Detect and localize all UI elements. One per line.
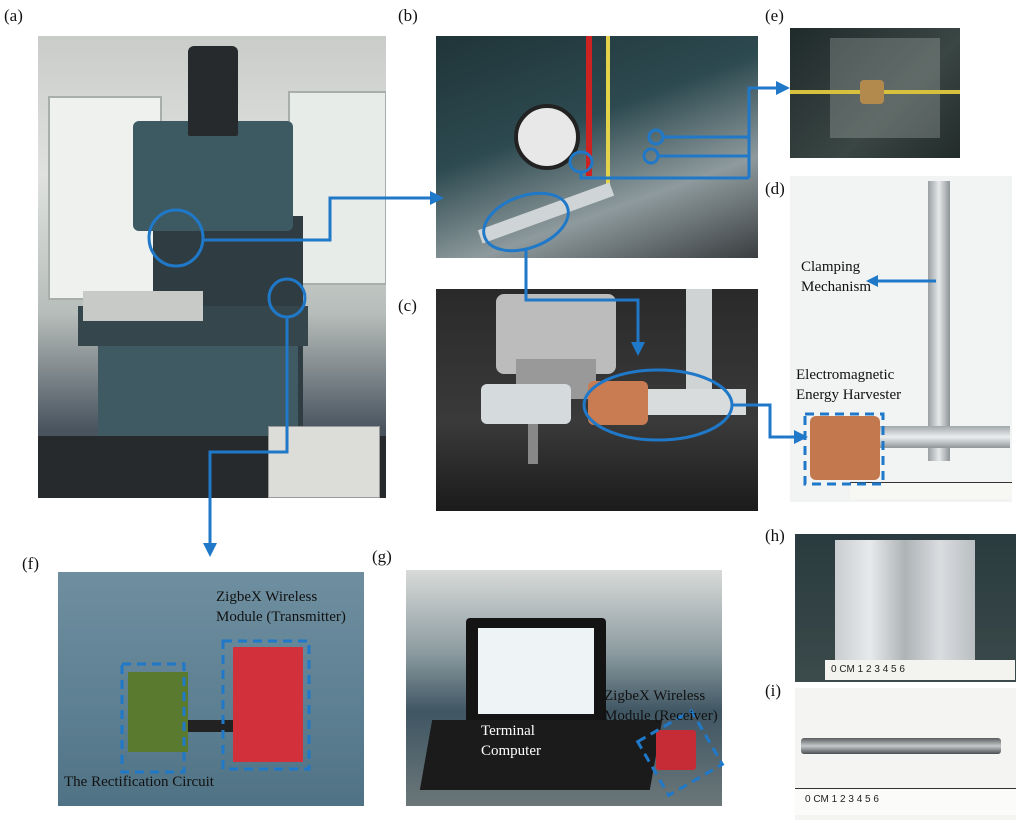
panel-label-c: (c) [398, 296, 417, 315]
arrow-head [776, 81, 790, 95]
yellow-wire [606, 36, 610, 196]
panel-label-e: (e) [765, 6, 784, 25]
panel-label-i: (i) [765, 681, 782, 700]
logo-badge [514, 104, 580, 170]
transmitter-label-line1: ZigbeX Wireless [216, 589, 318, 605]
panel-label-a: (a) [4, 6, 23, 25]
panel-label-g: (g) [372, 547, 392, 566]
harvester-coil [810, 416, 880, 480]
ruler-scale-text: 0 CM 1 2 3 4 5 6 [805, 794, 879, 805]
harvester-coil [588, 381, 648, 425]
end-mill [801, 738, 1001, 754]
clamping-label-line2: Mechanism [801, 279, 871, 295]
photo-end-mill: 0 CM 1 2 3 4 5 6 [795, 688, 1016, 820]
photo-spindle-closeup [436, 36, 758, 258]
harvester-label-line1: Electromagnetic [796, 367, 895, 383]
photo-sensor [790, 28, 960, 158]
photo-clamping-mechanism [790, 176, 1012, 502]
ruler-scale-text: 0 CM 1 2 3 4 5 6 [831, 664, 905, 675]
clamp-tube [928, 181, 950, 461]
clamping-label-line1: Clamping [801, 259, 861, 275]
panel-label-b: (b) [398, 6, 418, 25]
transmitter-label-line2: Module (Transmitter) [216, 609, 346, 625]
harvester-label-line2: Energy Harvester [796, 387, 902, 403]
clamp-rod [477, 182, 615, 244]
rectification-board [128, 672, 188, 752]
laptop-screen [478, 628, 594, 714]
laptop-keyboard [419, 720, 663, 790]
clamp-post [686, 289, 712, 399]
sensor-chip [860, 80, 884, 104]
terminal-label-line2: Computer [481, 743, 541, 759]
receiver-label-line2: Module (Receiver) [604, 708, 718, 724]
workpiece-plate [835, 540, 975, 660]
photo-milling-machine [38, 36, 386, 498]
receiver-module [656, 730, 696, 770]
panel-label-h: (h) [765, 526, 785, 545]
ruler: 0 CM 1 2 3 4 5 6 [825, 660, 1015, 680]
arrow-head [203, 543, 217, 557]
ruler: 0 CM 1 2 3 4 5 6 [795, 788, 1016, 815]
machine-vise [83, 291, 203, 321]
spindle-motor [188, 46, 238, 136]
machine-head [133, 121, 293, 231]
rectification-label: The Rectification Circuit [64, 774, 214, 790]
red-wire [586, 36, 592, 176]
photo-terminal-computer [406, 570, 722, 806]
panel-label-d: (d) [765, 179, 785, 198]
panel-label-f: (f) [22, 554, 39, 573]
cutting-tool [528, 424, 538, 464]
terminal-label-line1: Terminal [481, 723, 535, 739]
receiver-label-line1: ZigbeX Wireless [604, 688, 706, 704]
control-box [268, 426, 380, 498]
transmitter-board [233, 647, 303, 762]
clamp-bar [880, 426, 1010, 448]
photo-harvester-mounted [436, 289, 758, 511]
photo-workpiece: 0 CM 1 2 3 4 5 6 [795, 534, 1016, 682]
clamp-arm [646, 389, 746, 415]
ruler [850, 482, 1012, 499]
tape [830, 38, 940, 138]
clamp-ring [481, 384, 571, 424]
